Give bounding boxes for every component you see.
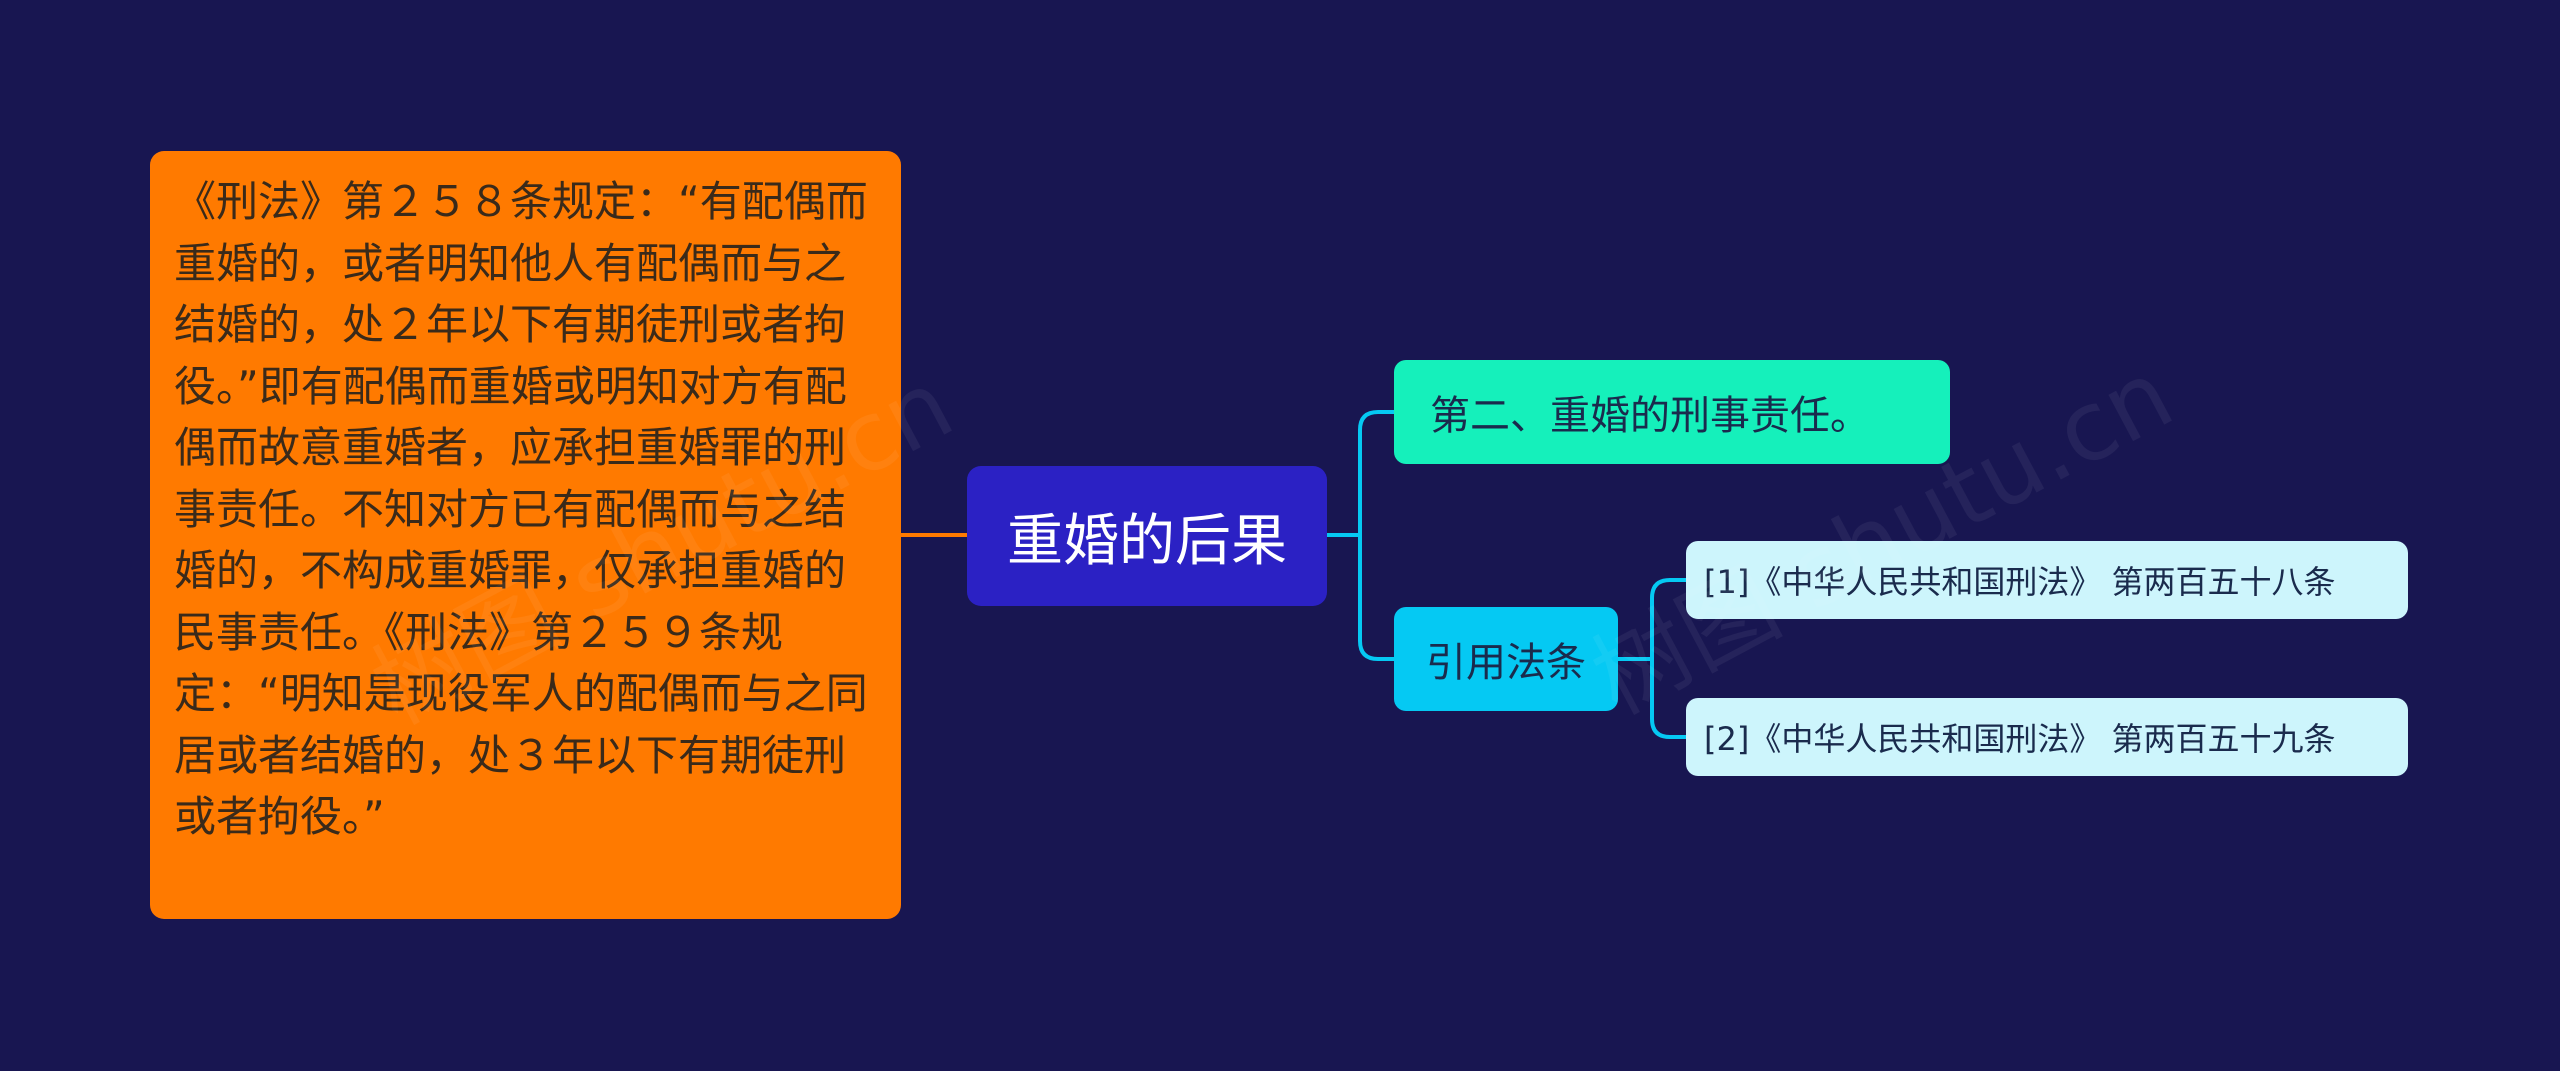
left-text-node-label: 《刑法》第２５８条规定：“有配偶而重婚的，或者明知他人有配偶而与之结婚的，处２年…	[174, 177, 868, 841]
branch-node-label: 引用法条	[1426, 640, 1586, 686]
leaf-node-article-258[interactable]: [1]《中华人民共和国刑法》 第两百五十八条	[1686, 541, 2408, 619]
connector-root-to-branch-1	[1327, 410, 1394, 537]
leaf-node-article-259[interactable]: [2]《中华人民共和国刑法》 第两百五十九条	[1686, 698, 2408, 776]
branch-node-label: 第二、重婚的刑事责任。	[1430, 393, 1870, 439]
leaf-node-label: [2]《中华人民共和国刑法》 第两百五十九条	[1704, 720, 2336, 758]
leaf-node-label: [1]《中华人民共和国刑法》 第两百五十八条	[1704, 563, 2336, 601]
branch-node-cited-statutes[interactable]: 引用法条	[1394, 607, 1618, 711]
root-node[interactable]: 重婚的后果	[967, 466, 1327, 606]
connector-root-to-branch-2	[1358, 535, 1394, 661]
connector-branch-2-to-leaf-1	[1618, 578, 1686, 661]
connector-branch-2-to-leaf-2	[1650, 659, 1686, 739]
root-node-label: 重婚的后果	[1007, 508, 1287, 574]
left-text-node[interactable]: 《刑法》第２５８条规定：“有配偶而重婚的，或者明知他人有配偶而与之结婚的，处２年…	[150, 151, 901, 919]
branch-node-criminal-liability[interactable]: 第二、重婚的刑事责任。	[1394, 360, 1950, 464]
